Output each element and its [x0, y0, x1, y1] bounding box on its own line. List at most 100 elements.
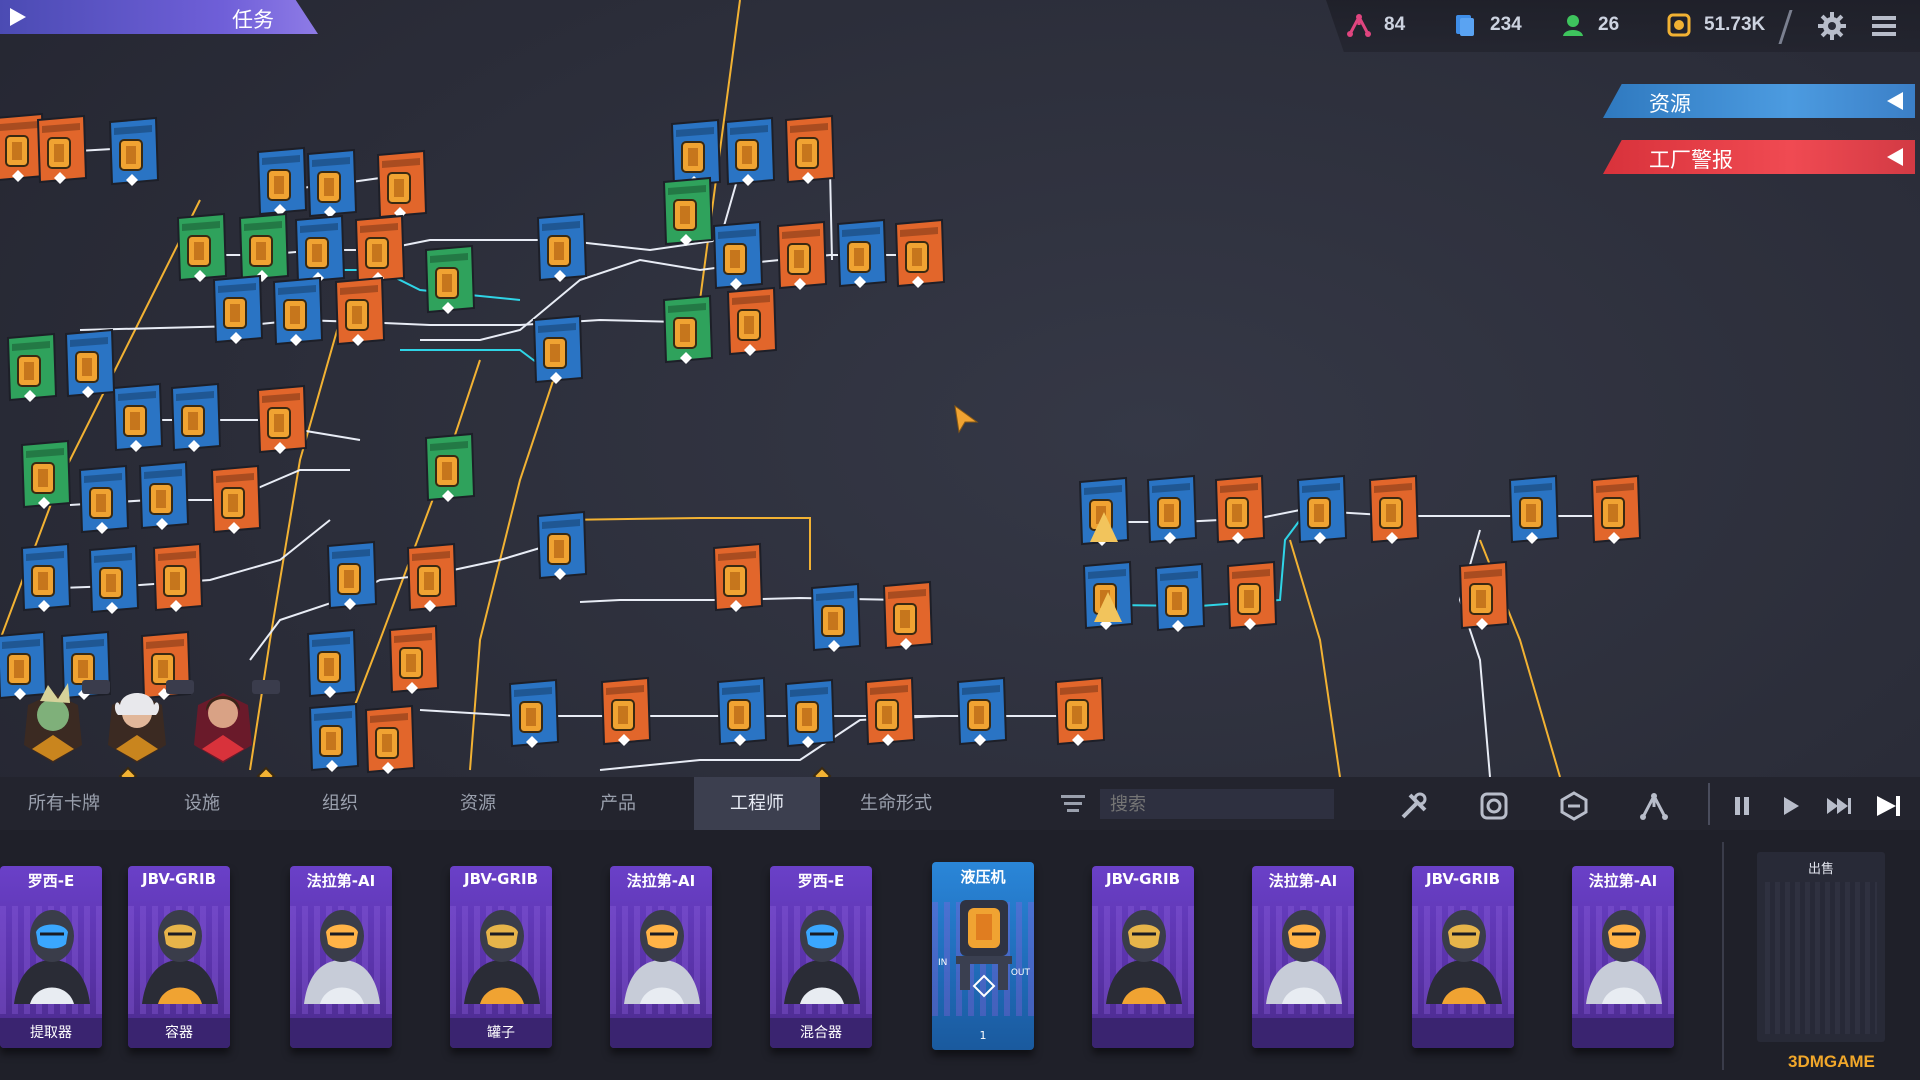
factory-node-card[interactable] [836, 218, 888, 288]
factory-node-card[interactable] [256, 146, 308, 216]
factory-node-card[interactable] [138, 460, 190, 530]
factory-node-card[interactable] [424, 432, 476, 502]
tab-organization[interactable]: 组织 [284, 777, 396, 830]
factory-node-card[interactable] [388, 624, 440, 694]
factory-node-card[interactable] [306, 628, 358, 698]
factory-alarm-panel-toggle[interactable]: 工厂警报 [1603, 140, 1915, 174]
factory-node-card[interactable] [810, 582, 862, 652]
gear-icon[interactable] [1816, 10, 1848, 42]
tab-lifeforms[interactable]: 生命形式 [840, 777, 952, 830]
pause-icon[interactable] [1726, 790, 1758, 822]
engineer-card[interactable]: 法拉第-AI [610, 866, 712, 1048]
factory-node-card[interactable] [376, 149, 428, 219]
factory-node-card[interactable] [406, 542, 458, 612]
factory-node-card[interactable] [88, 544, 140, 614]
factory-node-card[interactable] [662, 176, 714, 246]
factory-node-card[interactable] [716, 676, 768, 746]
factory-node-card[interactable] [712, 542, 764, 612]
factory-node-card[interactable] [864, 676, 916, 746]
factory-node-card[interactable] [272, 276, 324, 346]
factory-node-card[interactable] [78, 464, 130, 534]
tab-facilities[interactable]: 设施 [146, 777, 258, 830]
engineer-card[interactable]: 法拉第-AI [1572, 866, 1674, 1048]
factory-node-card[interactable] [364, 704, 416, 774]
factory-node-card[interactable] [712, 220, 764, 290]
factory-node-card[interactable] [64, 328, 116, 398]
factory-node-card[interactable] [1226, 560, 1278, 630]
factory-node-card[interactable] [776, 220, 828, 290]
factory-node-card[interactable] [424, 244, 476, 314]
engineer-card[interactable]: JBV-GRIB [1092, 866, 1194, 1048]
factory-node-card[interactable] [784, 678, 836, 748]
factory-node-card[interactable] [508, 678, 560, 748]
factory-node-card[interactable] [306, 148, 358, 218]
engineer-card[interactable]: 法拉第-AI [290, 866, 392, 1048]
chat-bubble-icon[interactable] [166, 680, 194, 694]
factory-node-card[interactable] [60, 630, 112, 700]
engineer-card[interactable]: JBV-GRIB [1412, 866, 1514, 1048]
factory-node-card[interactable] [894, 218, 946, 288]
factory-graph[interactable] [0, 0, 1920, 777]
factory-node-card[interactable] [1054, 676, 1106, 746]
scientist-advisor-avatar[interactable] [102, 675, 172, 765]
factory-node-card[interactable] [334, 276, 386, 346]
factory-node-card[interactable] [784, 114, 836, 184]
factory-node-card[interactable] [536, 212, 588, 282]
sell-dropzone[interactable] [1765, 882, 1877, 1034]
goblin-advisor-avatar[interactable] [18, 675, 88, 765]
factory-node-card[interactable] [20, 542, 72, 612]
tab-products[interactable]: 产品 [562, 777, 674, 830]
fastest-forward-icon[interactable] [1870, 790, 1902, 822]
chat-bubble-icon[interactable] [82, 680, 110, 694]
factory-node-card[interactable] [1508, 474, 1560, 544]
factory-node-card[interactable] [1146, 474, 1198, 544]
chat-bubble-icon[interactable] [252, 680, 280, 694]
factory-node-card[interactable] [536, 510, 588, 580]
factory-node-card[interactable] [326, 540, 378, 610]
factory-node-card[interactable] [210, 464, 262, 534]
blueprint-icon[interactable] [1478, 790, 1510, 822]
factory-node-card[interactable] [724, 116, 776, 186]
commander-advisor-avatar[interactable] [188, 675, 258, 765]
factory-node-card[interactable] [20, 439, 72, 509]
factory-node-card[interactable] [956, 676, 1008, 746]
filter-list-icon[interactable] [1060, 793, 1086, 815]
factory-node-card[interactable] [1368, 474, 1420, 544]
factory-node-card[interactable] [1154, 562, 1206, 632]
factory-node-card[interactable] [670, 118, 722, 188]
factory-node-card[interactable] [1458, 560, 1510, 630]
sell-slot[interactable]: 出售 [1757, 852, 1885, 1042]
factory-node-card[interactable] [308, 702, 360, 772]
factory-node-card[interactable] [354, 214, 406, 284]
factory-node-card[interactable] [294, 214, 346, 284]
factory-node-card[interactable] [882, 580, 934, 650]
factory-node-card[interactable] [662, 294, 714, 364]
tab-all-cards[interactable]: 所有卡牌 [0, 777, 128, 830]
network-icon[interactable] [1638, 790, 1670, 822]
factory-node-card[interactable] [600, 676, 652, 746]
tab-resources[interactable]: 资源 [422, 777, 534, 830]
factory-node-card[interactable] [108, 116, 160, 186]
factory-node-card[interactable] [152, 542, 204, 612]
factory-node-card[interactable] [6, 332, 58, 402]
hexagon-icon[interactable] [1558, 790, 1590, 822]
factory-node-card[interactable] [1214, 474, 1266, 544]
factory-node-card[interactable] [726, 286, 778, 356]
hamburger-menu-icon[interactable] [1868, 10, 1900, 42]
tab-engineers[interactable]: 工程师 [694, 777, 820, 830]
factory-node-card[interactable] [36, 114, 88, 184]
factory-node-card[interactable] [238, 212, 290, 282]
play-icon[interactable] [1774, 790, 1806, 822]
factory-node-card[interactable] [532, 314, 584, 384]
factory-node-card[interactable] [212, 274, 264, 344]
build-tools-icon[interactable] [1398, 790, 1430, 822]
factory-node-card[interactable] [112, 382, 164, 452]
search-input[interactable] [1100, 789, 1334, 819]
factory-node-card[interactable] [1296, 474, 1348, 544]
resources-panel-toggle[interactable]: 资源 [1603, 84, 1915, 118]
